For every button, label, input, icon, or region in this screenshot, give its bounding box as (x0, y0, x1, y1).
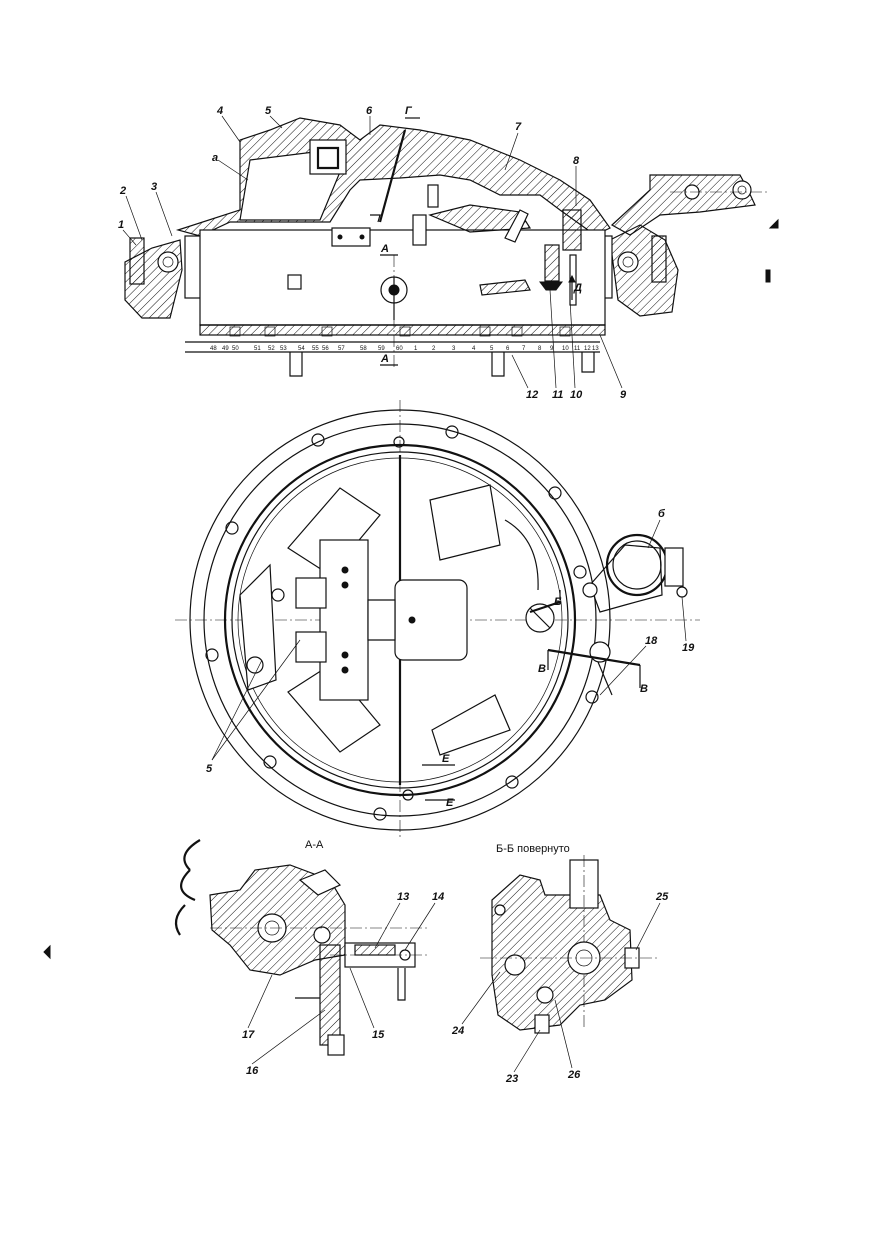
callout-26: 26 (567, 1069, 581, 1081)
scale-7: 7 (522, 346, 526, 352)
callout-7: 7 (515, 121, 522, 133)
scale-9: 9 (550, 346, 554, 352)
scale-52: 52 (268, 346, 275, 352)
scale-57: 57 (338, 346, 345, 352)
arm-tube (605, 533, 669, 597)
letter-d: Д (573, 282, 582, 294)
scale-4: 4 (472, 346, 476, 352)
callout-2: 2 (119, 185, 126, 197)
scale-10: 10 (562, 346, 569, 352)
callout-12: 12 (526, 389, 538, 401)
letter-b-small: б (658, 508, 666, 520)
plan-callouts: 5 18 19 б Б В В Е Е (206, 508, 695, 809)
letter-v-right: В (640, 683, 648, 695)
callout-5: 5 (265, 105, 272, 117)
scale-58: 58 (360, 346, 367, 352)
section-a-top: А (380, 243, 389, 255)
plan-view: 5 18 19 б Б В В Е Е (175, 400, 700, 840)
scale-60: 60 (396, 346, 403, 352)
section-bb-callouts: 23 24 25 26 (451, 891, 669, 1085)
callout-18: 18 (645, 635, 658, 647)
scale-12: 12 (584, 346, 591, 352)
scale-5: 5 (490, 346, 494, 352)
right-bracket (610, 174, 756, 236)
scale-50: 50 (232, 346, 239, 352)
section-aa-title: А-А (305, 839, 324, 851)
scale-48: 48 (210, 346, 217, 352)
top-callouts: 1 2 3 4 5 6 7 8 9 10 11 12 а Г (118, 105, 627, 401)
central-mechanism (319, 539, 369, 701)
scale-2: 2 (432, 346, 436, 352)
section-aa: А-А 13 14 15 16 17 (209, 839, 444, 1077)
top-section-view: 48 49 50 51 52 53 54 55 56 57 58 59 60 1… (118, 105, 770, 401)
letter-e-top: Е (442, 753, 450, 765)
right-flange (609, 224, 679, 317)
letter-a: а (212, 152, 218, 164)
callout-3: 3 (151, 181, 157, 193)
callout-16: 16 (246, 1065, 259, 1077)
scale-55: 55 (312, 346, 319, 352)
scale-13: 13 (592, 346, 599, 352)
scale-51: 51 (254, 346, 261, 352)
section-a-bottom: А (380, 353, 389, 365)
callout-17: 17 (242, 1029, 255, 1041)
letter-v-left: В (538, 663, 546, 675)
callout-8: 8 (573, 155, 580, 167)
section-bb-title: Б-Б повернуто (496, 843, 570, 855)
callout-10: 10 (570, 389, 583, 401)
callout-1: 1 (118, 219, 124, 231)
callout-11: 11 (552, 389, 563, 401)
letter-e-bottom: Е (446, 797, 454, 809)
scale-3: 3 (452, 346, 456, 352)
callout-13: 13 (397, 891, 409, 903)
callout-5-plan: 5 (206, 763, 213, 775)
callout-9: 9 (620, 389, 627, 401)
scale-6: 6 (506, 346, 510, 352)
section-bb: Б-Б повернуто 23 24 25 26 (451, 843, 669, 1085)
right-arm (589, 544, 663, 613)
scale-8: 8 (538, 346, 542, 352)
callout-4: 4 (216, 105, 223, 117)
callout-19: 19 (682, 642, 695, 654)
callout-25: 25 (655, 891, 669, 903)
callout-15: 15 (372, 1029, 385, 1041)
scale-11: 11 (574, 346, 581, 352)
scale-49: 49 (222, 346, 229, 352)
callout-24: 24 (451, 1025, 464, 1037)
section-aa-callouts: 13 14 15 16 17 (242, 891, 444, 1077)
scale-53: 53 (280, 346, 287, 352)
letter-g: Г (405, 105, 413, 117)
scale-1: 1 (414, 346, 418, 352)
scale-54: 54 (298, 346, 305, 352)
scale-56: 56 (322, 346, 329, 352)
scale-labels: 48 49 50 51 52 53 54 55 56 57 58 59 60 1… (210, 346, 599, 352)
callout-14: 14 (432, 891, 444, 903)
callout-23: 23 (505, 1073, 518, 1085)
callout-6: 6 (366, 105, 373, 117)
scale-59: 59 (378, 346, 385, 352)
letter-b-cap: Б (554, 596, 562, 608)
